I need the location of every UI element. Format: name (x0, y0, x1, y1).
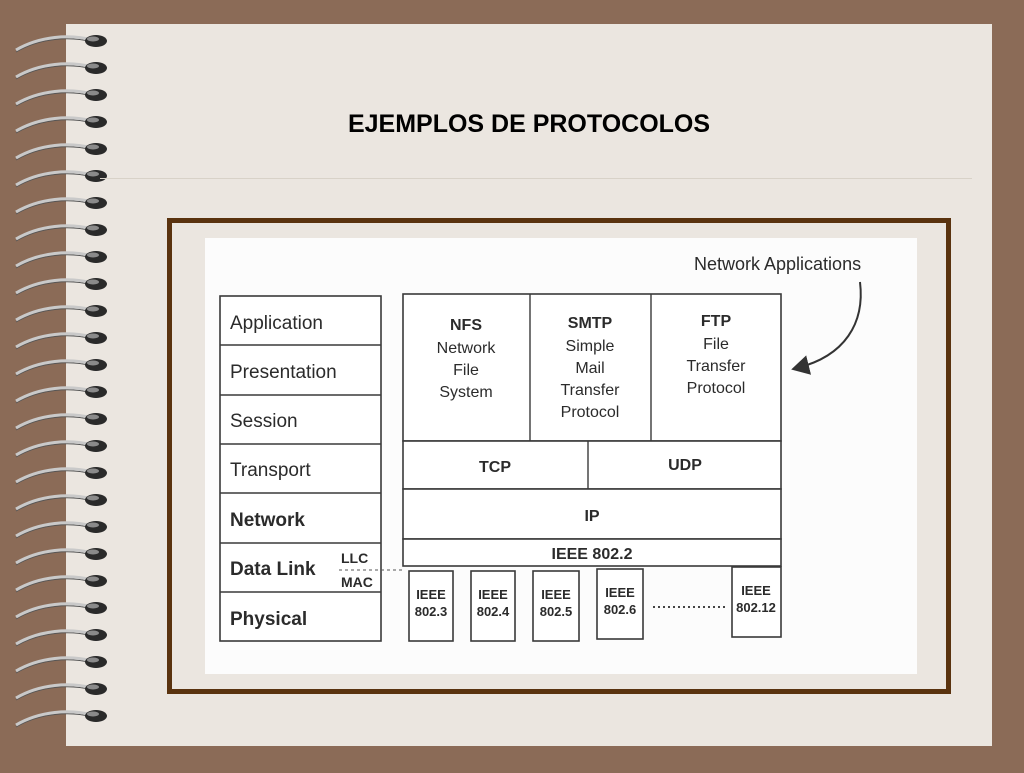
spiral-rings (15, 35, 107, 728)
ieee-802-12-line1: IEEE (741, 583, 771, 598)
nfs-desc-line: File (453, 362, 479, 379)
ieee-802-2-box (402, 538, 782, 567)
osi-stack-border (219, 295, 382, 642)
ieee-802-4-box (470, 570, 516, 642)
ieee-802-4-line1: IEEE (478, 587, 508, 602)
ieee-802-6-line1: IEEE (605, 585, 635, 600)
nfs-desc-line: Network (437, 340, 497, 357)
osi-layer-presentation: Presentation (230, 362, 337, 383)
osi-layer-transport: Transport (230, 460, 311, 481)
spiral-ring (15, 89, 107, 107)
osi-stack: Application Presentation Session Transpo… (219, 295, 405, 642)
llc-label: LLC (341, 550, 368, 566)
osi-layer-network: Network (230, 510, 305, 531)
spiral-ring (15, 386, 107, 404)
spiral-ring (15, 224, 107, 242)
network-applications-annotation: Network Applications (694, 254, 861, 274)
smtp-desc-line: Mail (575, 360, 604, 377)
spiral-ring (15, 494, 107, 512)
ieee-802-2-label: IEEE 802.2 (552, 546, 633, 563)
slide-title: EJEMPLOS DE PROTOCOLOS (347, 110, 711, 138)
spiral-ring (15, 278, 107, 296)
spiral-ring (15, 62, 107, 80)
spiral-ring (15, 197, 107, 215)
spiral-ring (15, 656, 107, 674)
ftp-desc-line: Transfer (687, 358, 747, 375)
ieee-802-12-box (731, 566, 782, 638)
smtp-desc-line: Protocol (561, 404, 620, 421)
spiral-ring (15, 332, 107, 350)
ieee-802-6-line2: 802.6 (604, 602, 637, 617)
ip-label: IP (584, 508, 599, 525)
udp-label: UDP (668, 457, 702, 474)
transport-box (402, 440, 782, 490)
diagram-canvas: Application Presentation Session Transpo… (219, 254, 862, 642)
spiral-ring (15, 116, 107, 134)
ieee-802-3-box (408, 570, 454, 642)
ieee-802-5-line2: 802.5 (540, 604, 573, 619)
osi-layer-session: Session (230, 411, 298, 432)
spiral-ring (15, 35, 107, 53)
spiral-ring (15, 413, 107, 431)
spiral-ring (15, 521, 107, 539)
spiral-ring (15, 467, 107, 485)
ieee-802-6-box (596, 568, 644, 640)
ieee-802-5-box (532, 570, 580, 642)
osi-layer-application: Application (230, 313, 323, 334)
annotation-arrow (791, 281, 862, 375)
ieee-802-5-line1: IEEE (541, 587, 571, 602)
nfs-title: NFS (450, 317, 482, 334)
spiral-ring (15, 575, 107, 593)
spiral-ring (15, 305, 107, 323)
mac-label: MAC (341, 574, 373, 590)
tcp-label: TCP (479, 459, 511, 476)
spiral-ring (15, 251, 107, 269)
ieee-802-3-line1: IEEE (416, 587, 446, 602)
spiral-ring (15, 440, 107, 458)
smtp-desc-line: Simple (566, 338, 615, 355)
application-protocols-box (402, 293, 782, 442)
tcpip-stack: NFS Network File System SMTP Simple Mail… (402, 293, 782, 642)
spiral-ring (15, 359, 107, 377)
physical-standards: IEEE 802.3 IEEE 802.4 IEEE 802.5 IEEE 80… (408, 566, 782, 642)
spiral-ring (15, 602, 107, 620)
spiral-ring (15, 710, 107, 728)
spiral-ring (15, 143, 107, 161)
ieee-802-12-line2: 802.12 (736, 600, 776, 615)
ieee-802-4-line2: 802.4 (477, 604, 510, 619)
spiral-binding (0, 0, 120, 768)
ieee-802-3-line2: 802.3 (415, 604, 448, 619)
smtp-title: SMTP (568, 315, 613, 332)
protocol-diagram: Application Presentation Session Transpo… (205, 238, 917, 674)
nfs-desc-line: System (439, 384, 492, 401)
smtp-desc-line: Transfer (561, 382, 621, 399)
osi-layer-physical: Physical (230, 609, 307, 630)
osi-layer-data-link: Data Link (230, 559, 316, 580)
title-divider (100, 178, 972, 179)
spiral-ring (15, 548, 107, 566)
spiral-ring (15, 170, 107, 188)
ftp-title: FTP (701, 313, 732, 330)
spiral-ring (15, 683, 107, 701)
ftp-desc-line: Protocol (687, 380, 746, 397)
spiral-ring (15, 629, 107, 647)
ftp-desc-line: File (703, 336, 729, 353)
